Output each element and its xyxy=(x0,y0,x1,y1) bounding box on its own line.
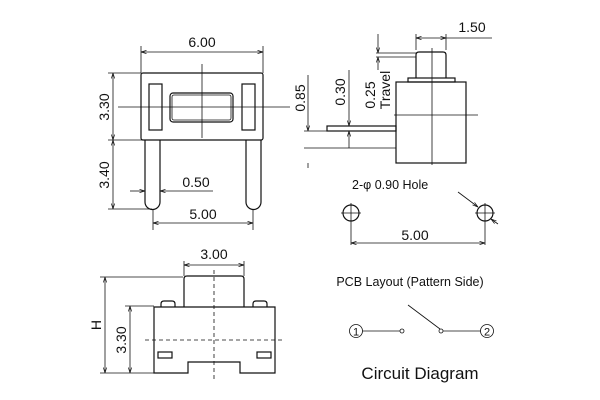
dim-pin-length: 3.40 xyxy=(96,161,112,188)
dim-pin-pitch: 5.00 xyxy=(189,206,216,222)
terminal-1: 1 xyxy=(353,327,359,339)
dim-lead-offset: 0.85 xyxy=(292,84,308,111)
terminal-2: 2 xyxy=(484,327,490,339)
top-view: 6.00 3.30 3.40 0.50 5.00 xyxy=(96,34,290,230)
dim-lead-thickness: 0.30 xyxy=(332,78,348,105)
dim-width: 6.00 xyxy=(188,34,215,50)
dim-travel-value: 0.25 xyxy=(362,81,378,108)
hole-label: 2-φ 0.90 Hole xyxy=(352,178,428,192)
dim-front-body-height: 3.30 xyxy=(113,326,129,353)
circuit-diagram: PCB Layout (Pattern Side) 1 2 Circuit Di… xyxy=(336,275,494,383)
dim-hole-pitch: 5.00 xyxy=(401,227,428,243)
dim-pin-width: 0.50 xyxy=(182,174,209,190)
dim-actuator-width: 1.50 xyxy=(458,19,485,35)
dim-total-height: H xyxy=(88,320,104,330)
front-view: 3.00 H 3.30 xyxy=(88,246,285,380)
circuit-title: Circuit Diagram xyxy=(361,364,478,383)
dim-travel-label: Travel xyxy=(377,71,393,109)
side-view: 1.50 0.85 0.30 0.25 Travel xyxy=(292,19,492,168)
pcb-hole-layout: 2-φ 0.90 Hole 5.00 xyxy=(341,178,499,245)
dim-front-actuator: 3.00 xyxy=(200,246,227,262)
pcb-layout-title: PCB Layout (Pattern Side) xyxy=(336,275,483,289)
dim-body-height: 3.30 xyxy=(96,93,112,120)
